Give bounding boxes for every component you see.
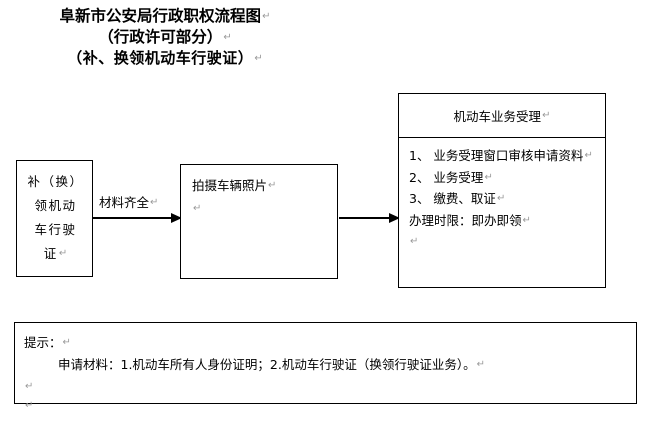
accept-item-3: 3、 缴费、取证 xyxy=(409,188,599,210)
title-line-3: （补、换领机动车行驶证） xyxy=(0,48,330,69)
arrow-photo-to-accept xyxy=(339,213,400,223)
paragraph-mark xyxy=(261,11,270,22)
start-text-line-2: 领机动 xyxy=(34,198,77,213)
title-line-1: 阜新市公安局行政职权流程图 xyxy=(0,6,330,27)
accept-box-header: 机动车业务受理 xyxy=(399,94,605,138)
paragraph-mark xyxy=(192,203,201,214)
note-body: 申请材料：1.机动车所有人身份证明；2.机动车行驶证（换领行驶证业务）。 xyxy=(24,354,636,376)
paragraph-mark xyxy=(583,150,592,161)
title-line-2: （行政许可部分） xyxy=(0,27,330,48)
page-title: 阜新市公安局行政职权流程图 （行政许可部分） （补、换领机动车行驶证） xyxy=(0,6,330,69)
note-blank-line-1 xyxy=(24,376,636,395)
paragraph-mark xyxy=(24,400,33,411)
flow-node-accept: 机动车业务受理 1、 业务受理窗口审核申请资料 2、 业务受理 3、 缴费、取证… xyxy=(398,93,606,288)
arrow-label-materials-complete: 材料齐全 xyxy=(99,192,158,211)
accept-box-items: 1、 业务受理窗口审核申请资料 2、 业务受理 3、 缴费、取证 办理时限：即办… xyxy=(399,138,605,252)
accept-item-1: 1、 业务受理窗口审核申请资料 xyxy=(409,145,599,167)
paragraph-mark xyxy=(24,381,33,392)
paragraph-mark xyxy=(409,236,418,247)
arrowhead-icon xyxy=(389,213,400,223)
photo-box-blank-line xyxy=(192,197,337,220)
paragraph-mark xyxy=(62,337,71,348)
paragraph-mark xyxy=(522,215,531,226)
note-heading: 提示： xyxy=(24,332,636,354)
accept-item-2: 2、 业务受理 xyxy=(409,167,599,189)
paragraph-mark xyxy=(222,32,231,43)
flow-node-photo: 拍摄车辆照片 xyxy=(180,164,338,279)
paragraph-mark xyxy=(541,110,550,121)
photo-box-title: 拍摄车辆照片 xyxy=(192,174,337,197)
paragraph-mark xyxy=(483,172,492,183)
note-box: 提示： 申请材料：1.机动车所有人身份证明；2.机动车行驶证（换领行驶证业务）。 xyxy=(14,322,637,411)
accept-blank-line xyxy=(409,231,599,252)
paragraph-mark xyxy=(267,180,276,191)
accept-item-deadline: 办理时限：即办即领 xyxy=(409,210,599,232)
flow-node-start: 补（换） 领机动 车行驶 证 xyxy=(16,160,93,277)
arrow-start-to-photo xyxy=(93,213,182,223)
start-text-line-4: 证 xyxy=(19,242,92,266)
paragraph-mark xyxy=(253,53,262,64)
start-text-line-1: 补（换） xyxy=(27,174,84,189)
paragraph-mark xyxy=(58,248,67,259)
paragraph-mark xyxy=(496,193,505,204)
flow-node-start-text: 补（换） 领机动 车行驶 证 xyxy=(17,170,92,266)
paragraph-mark xyxy=(149,197,158,208)
start-text-line-3: 车行驶 xyxy=(34,222,77,237)
paragraph-mark xyxy=(476,359,485,370)
arrowhead-icon xyxy=(171,213,182,223)
note-blank-line-2 xyxy=(24,395,636,414)
